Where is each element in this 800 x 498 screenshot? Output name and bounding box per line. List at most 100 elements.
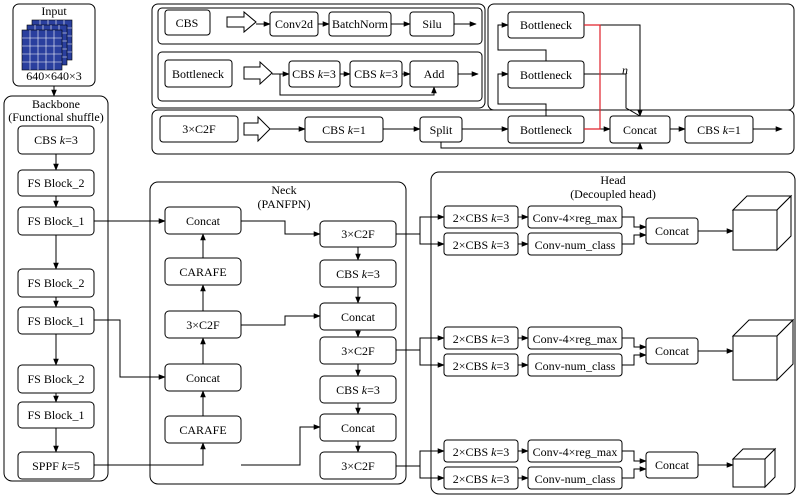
head-2-output-cube-icon (731, 318, 795, 382)
legend-bottleneck-box (164, 59, 233, 88)
neck-concat-mid-label: Concat (186, 371, 221, 385)
input-group: Input 640×640×3 (12, 3, 96, 87)
backbone-group: Backbone (Functional shuffle) CBS k=3 FS… (3, 95, 109, 482)
head-2-in-arrow-reg (396, 335, 445, 351)
legend-cbs-expands-arrow (226, 10, 257, 34)
head-2-concat-label: Concat (655, 344, 690, 358)
legend-bottleneck-mid-out (584, 73, 641, 117)
legend-batchnorm-label: BatchNorm (332, 17, 389, 31)
head-1-cbs-reg-label: 2×CBS k=3 (453, 211, 510, 225)
head-3-cbs-reg-label: 2×CBS k=3 (453, 445, 510, 459)
neck-title: Neck (271, 183, 296, 197)
input-plane-2 (21, 29, 63, 71)
backbone-fs-block-1-c-label: FS Block_1 (27, 408, 84, 422)
neck-concat-top-label: Concat (186, 214, 221, 228)
head-3-output-cube-icon (731, 447, 777, 489)
backbone-subtitle: (Functional shuffle) (8, 110, 103, 124)
neck-carafe-bottom-label: CARAFE (179, 423, 226, 437)
head-title: Head (600, 173, 625, 187)
neck-concat-right-1-label: Concat (341, 310, 376, 324)
head-2-cls-to-concat (622, 352, 647, 366)
legend-residual-arrow (279, 74, 437, 96)
legend-cbs-box (164, 9, 211, 36)
neck-cbs-2-label: CBS k=3 (336, 383, 380, 397)
head-1-conv-cls-label: Conv-num_class (535, 238, 616, 252)
backbone-frame (3, 95, 109, 482)
head-1-cbs-cls-label: 2×CBS k=3 (453, 238, 510, 252)
input-image-icon (21, 19, 73, 71)
head-1-reg-to-concat (622, 216, 647, 230)
head-frame (430, 171, 796, 495)
neck-group: Neck (PANFPN) Concat CARAFE 3×C2F Concat… (94, 181, 407, 485)
backbone-title: Backbone (32, 97, 80, 111)
head-1-output-cube-icon (731, 194, 793, 252)
input-title: Input (41, 4, 67, 18)
legend-c2f-bottleneck-mid-label: Bottleneck (520, 68, 572, 82)
backbone-fs-block-1-a-label: FS Block_1 (27, 214, 84, 228)
head-1-in-arrow-cls (419, 234, 445, 247)
head-2-in-arrow-cls (419, 350, 445, 368)
neck-c2f-out-1-label: 3×C2F (341, 227, 375, 241)
head-2-reg-to-concat (622, 337, 647, 350)
head-3-conv-reg-label: Conv-4×reg_max (533, 445, 618, 459)
backbone-fs-block-2-b-label: FS Block_2 (27, 276, 84, 290)
backbone-cbs-label: CBS k=3 (34, 133, 78, 147)
legend-bottleneck-expands-arrow (243, 60, 273, 86)
head-subtitle: (Decoupled head) (570, 187, 656, 201)
legend-silu-label: Silu (422, 17, 441, 31)
legend-c2f-group: 3×C2F CBS k=1 Split Bottleneck Bottlenec… (151, 3, 795, 155)
legend-conv2d-label: Conv2d (275, 17, 313, 31)
legend-bottleneck-arrows (272, 71, 479, 96)
head-2-cbs-reg-label: 2×CBS k=3 (453, 332, 510, 346)
legend-c2f-cbs-in-label: CBS k=1 (322, 123, 366, 137)
head-3-cbs-cls-label: 2×CBS k=3 (453, 472, 510, 486)
legend-c2f-bottleneck-top-label: Bottleneck (520, 18, 572, 32)
neck-frame (149, 181, 407, 485)
legend-repeat-bracket (584, 24, 601, 130)
input-size-label: 640×640×3 (26, 69, 82, 83)
backbone-to-neck-arrow-3 (94, 442, 206, 466)
legend-left-frame (151, 3, 486, 109)
head-1-cls-to-concat (622, 232, 647, 245)
legend-c2f-box (159, 115, 239, 143)
neck-c2f-out-2-label: 3×C2F (341, 344, 375, 358)
head-1-concat-label: Concat (655, 224, 690, 238)
legend-bottleneck-label: Bottleneck (172, 67, 224, 81)
legend-split-bypass-arrow (440, 142, 643, 150)
head-group: Head (Decoupled head) 2×CBS k=32×CBS k=3… (396, 171, 796, 495)
head-1-in-arrow-reg (396, 214, 445, 235)
neck-carafe-top-label: CARAFE (179, 265, 226, 279)
head-2-cbs-cls-label: 2×CBS k=3 (453, 359, 510, 373)
legend-loop-arrow-a (497, 71, 547, 116)
legend-loop-arrow-b (497, 22, 547, 61)
head-rows: 2×CBS k=32×CBS k=3Conv-4×reg_maxConv-num… (396, 194, 795, 490)
neck-c2f-out-3-label: 3×C2F (341, 459, 375, 473)
legend-bottleneck-cbs-2-label: CBS k=3 (354, 67, 398, 81)
legend-c2f-lower-frame (151, 109, 795, 155)
legend-add-label: Add (424, 67, 445, 81)
legend-c2f-bottleneck-bottom-label: Bottleneck (520, 123, 572, 137)
neck-concat-right-2-label: Concat (341, 421, 376, 435)
legend-cbs-frame (157, 7, 483, 45)
neck-cbs-1-label: CBS k=3 (336, 267, 380, 281)
legend-bottleneck-cbs-1-label: CBS k=3 (292, 67, 336, 81)
head-3-reg-to-concat (622, 450, 647, 464)
legend-c2f-concat-label: Concat (623, 123, 658, 137)
neck-arrows (94, 218, 361, 466)
backbone-fs-block-2-a-label: FS Block_2 (27, 176, 84, 190)
legend-c2f-cbs-out-label: CBS k=1 (697, 123, 741, 137)
legend-left-group: CBS Conv2d BatchNorm Silu Bottleneck CBS… (151, 3, 486, 109)
backbone-fs-block-1-b-label: FS Block_1 (27, 314, 84, 328)
head-2-conv-reg-label: Conv-4×reg_max (533, 332, 618, 346)
head-3-cls-to-concat (622, 466, 647, 479)
head-3-in-arrow-reg (396, 448, 445, 467)
neck-c2f-left-label: 3×C2F (186, 318, 220, 332)
head-1-conv-reg-label: Conv-4×reg_max (533, 211, 618, 225)
head-3-concat-label: Concat (655, 458, 690, 472)
neck-subtitle: (PANFPN) (258, 197, 311, 211)
legend-split-label: Split (430, 123, 453, 137)
legend-bottleneck-top-out (584, 24, 643, 117)
legend-c2f-expands-arrow (243, 115, 271, 143)
legend-c2f-arrows (270, 22, 783, 150)
backbone-sppf-label: SPPF k=5 (32, 459, 80, 473)
